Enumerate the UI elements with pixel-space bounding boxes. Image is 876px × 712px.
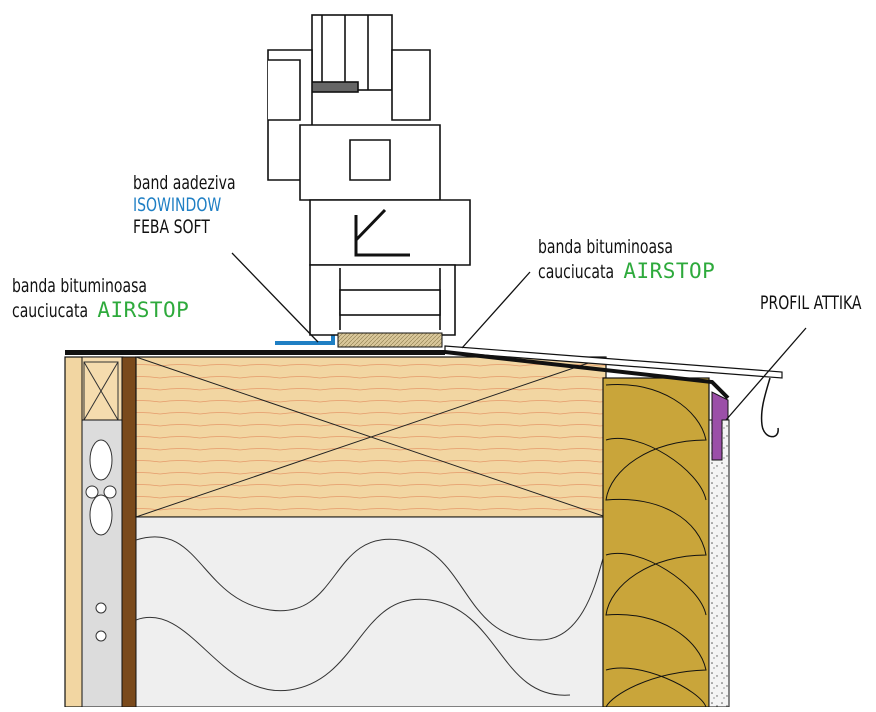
timber-beam	[135, 356, 607, 518]
label-profil-attika-text: PROFIL ATTIKA	[760, 292, 862, 314]
sill-flashing	[444, 345, 783, 438]
label-band-adeziva-line3: FEBA SOFT	[133, 215, 210, 238]
render-layer	[708, 419, 730, 708]
label-profil-attika: PROFIL ATTIKA	[760, 292, 876, 315]
label-band-adeziva-line2: ISOWINDOW	[133, 193, 222, 216]
mineral-wool	[135, 516, 607, 708]
label-bituminoasa-left: banda bituminoasa cauciucata AIRSTOP	[12, 275, 190, 323]
sill-base	[337, 332, 443, 348]
top-membrane-line	[65, 350, 445, 355]
label-bituminoasa-left-airstop: AIRSTOP	[97, 297, 190, 322]
label-bituminoasa-right-line1: banda bituminoasa	[538, 236, 673, 258]
label-bituminoasa-left-line2: cauciucata	[12, 299, 89, 322]
attika-profile-shape	[711, 391, 729, 461]
left-stud-column	[64, 356, 137, 708]
label-bituminoasa-right: banda bituminoasa cauciucata AIRSTOP	[538, 236, 716, 284]
label-bituminoasa-right-line2: cauciucata	[538, 260, 615, 283]
label-bituminoasa-right-airstop: AIRSTOP	[623, 258, 716, 283]
window-frame	[267, 14, 471, 336]
label-band-adeziva-line1: band aadeziva	[133, 172, 236, 194]
label-bituminoasa-left-line1: banda bituminoasa	[12, 275, 147, 297]
wood-fiber-insulation	[602, 377, 710, 708]
leader-lines	[231, 252, 807, 421]
label-band-adeziva: band aadeziva ISOWINDOW FEBA SOFT	[133, 172, 258, 239]
